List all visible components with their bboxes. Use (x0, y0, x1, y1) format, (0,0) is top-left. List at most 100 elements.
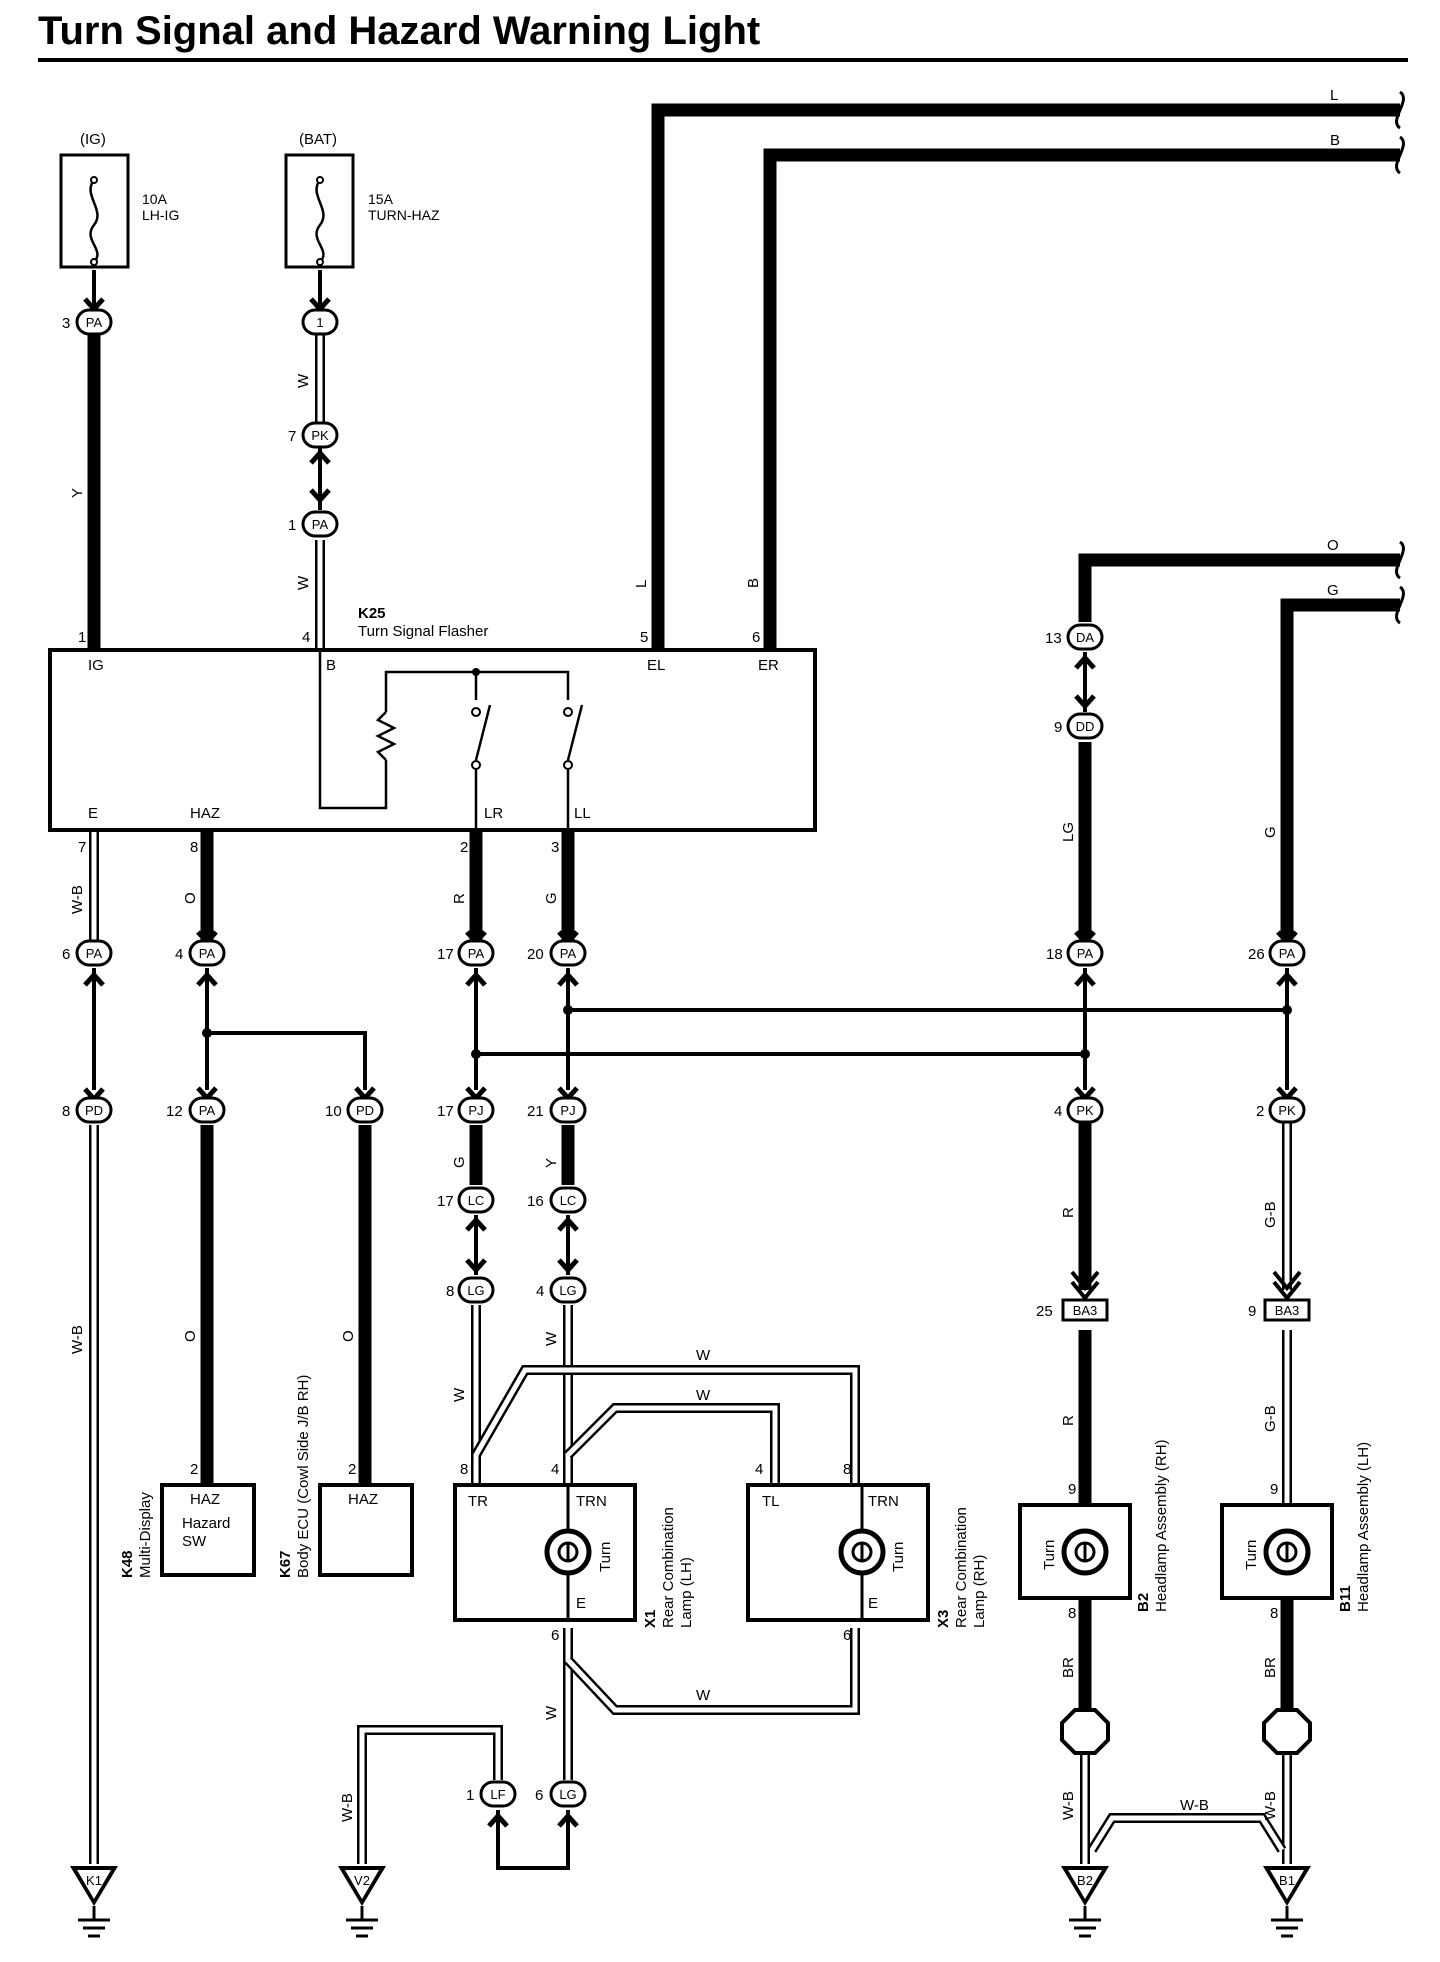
ground-v2: V2 (338, 1866, 386, 1938)
svg-text:LG: LG (559, 1787, 576, 1802)
svg-text:8: 8 (843, 1461, 851, 1478)
svg-text:L: L (633, 580, 650, 588)
svg-text:W: W (451, 1387, 468, 1402)
svg-text:Y: Y (69, 488, 86, 498)
svg-text:B11: B11 (1337, 1585, 1354, 1612)
middle-wires (89, 832, 1292, 1090)
svg-text:PA: PA (1279, 946, 1296, 961)
svg-text:G: G (543, 892, 560, 904)
svg-text:W-B: W-B (69, 1325, 86, 1354)
svg-text:9: 9 (1054, 719, 1062, 736)
svg-text:B2: B2 (1077, 1873, 1093, 1888)
svg-text:4: 4 (536, 1283, 544, 1300)
svg-text:4: 4 (175, 946, 183, 963)
svg-text:6: 6 (551, 1627, 559, 1644)
svg-text:PK: PK (1278, 1103, 1296, 1118)
svg-text:TR: TR (468, 1493, 488, 1510)
svg-text:Hazard: Hazard (182, 1515, 230, 1532)
connector-lc-16: LC 16 (527, 1186, 587, 1270)
svg-text:W-B: W-B (1180, 1797, 1209, 1814)
svg-text:3: 3 (62, 315, 70, 332)
svg-text:4: 4 (1054, 1103, 1062, 1120)
svg-text:LG: LG (559, 1283, 576, 1298)
svg-text:W: W (696, 1687, 711, 1704)
svg-text:W: W (696, 1347, 711, 1364)
svg-text:O: O (340, 1330, 357, 1342)
connector-pd-8: PD8 (62, 1096, 113, 1124)
svg-text:Rear Combination: Rear Combination (660, 1507, 677, 1628)
svg-text:K48: K48 (119, 1550, 136, 1578)
wire-color-labels: Y W W L B W-B O R G LG G W-B O O G Y W W… (69, 87, 1340, 1822)
svg-text:8: 8 (446, 1283, 454, 1300)
ground-b2: B2 (1061, 1866, 1109, 1938)
svg-text:17: 17 (437, 1103, 454, 1120)
svg-text:Y: Y (543, 1158, 560, 1168)
svg-text:LG: LG (467, 1283, 484, 1298)
upper-wires (87, 90, 1405, 938)
svg-text:PA: PA (199, 1103, 216, 1118)
svg-text:SW: SW (182, 1533, 207, 1550)
flasher-pin-numbers: 1 4 5 6 7 8 2 3 (78, 629, 760, 856)
svg-text:B1: B1 (1279, 1873, 1295, 1888)
svg-text:8: 8 (1270, 1605, 1278, 1622)
svg-text:Headlamp Assembly (RH): Headlamp Assembly (RH) (1153, 1439, 1170, 1612)
svg-text:O: O (182, 892, 199, 904)
connector-dd-9: DD9 (1054, 712, 1104, 740)
svg-text:B: B (1330, 132, 1340, 149)
svg-text:PK: PK (311, 428, 329, 443)
svg-text:26: 26 (1248, 946, 1265, 963)
svg-text:PA: PA (468, 946, 485, 961)
svg-text:W: W (295, 575, 312, 590)
svg-text:G: G (451, 1156, 468, 1168)
fuse-source-bat: (BAT) (299, 131, 337, 148)
svg-text:LF: LF (490, 1787, 505, 1802)
connector-pa-6: PA6 (62, 939, 113, 1099)
terminal-e: E (88, 805, 98, 822)
svg-text:B: B (745, 578, 762, 588)
component-b11-headlamp-lh: 9 8 Turn B11 Headlamp Assembly (LH) (1220, 1442, 1372, 1622)
fuse-name-ig: LH-IG (142, 207, 179, 223)
svg-text:9: 9 (1068, 1481, 1076, 1498)
svg-text:1: 1 (466, 1787, 474, 1804)
svg-text:17: 17 (437, 946, 454, 963)
svg-text:LG: LG (1060, 822, 1077, 842)
flasher-code: K25 (358, 605, 386, 622)
connector-pk-2: PK 2 (1256, 1088, 1306, 1124)
connector-pk-7: PK7 (288, 421, 339, 500)
svg-text:K67: K67 (277, 1550, 294, 1578)
svg-text:17: 17 (437, 1193, 454, 1210)
svg-text:PD: PD (356, 1103, 374, 1118)
svg-text:LC: LC (560, 1193, 577, 1208)
svg-text:B2: B2 (1135, 1593, 1152, 1612)
svg-text:X1: X1 (642, 1610, 659, 1628)
fuse-source-ig: (IG) (80, 131, 106, 148)
svg-text:TL: TL (762, 1493, 780, 1510)
svg-text:HAZ: HAZ (348, 1491, 378, 1508)
svg-text:16: 16 (527, 1193, 544, 1210)
svg-text:O: O (1327, 537, 1339, 554)
svg-text:Lamp (RH): Lamp (RH) (971, 1555, 988, 1628)
svg-text:8: 8 (1068, 1605, 1076, 1622)
connector-lg-6: LG6 (535, 1780, 587, 1828)
svg-text:W-B: W-B (1060, 1791, 1077, 1820)
pin-label: 6 (752, 629, 760, 646)
svg-text:L: L (1330, 87, 1338, 104)
svg-text:Body ECU (Cowl Side J/B RH): Body ECU (Cowl Side J/B RH) (295, 1375, 312, 1578)
svg-text:V2: V2 (354, 1873, 370, 1888)
svg-text:PA: PA (312, 517, 329, 532)
connector-pa-3: PA 3 (62, 299, 113, 336)
svg-text:2: 2 (1256, 1103, 1264, 1120)
svg-text:1: 1 (316, 315, 323, 330)
fuse-lh-ig: (IG) 10A LH-IG (59, 131, 179, 269)
svg-text:PA: PA (86, 315, 103, 330)
svg-text:2: 2 (190, 1461, 198, 1478)
